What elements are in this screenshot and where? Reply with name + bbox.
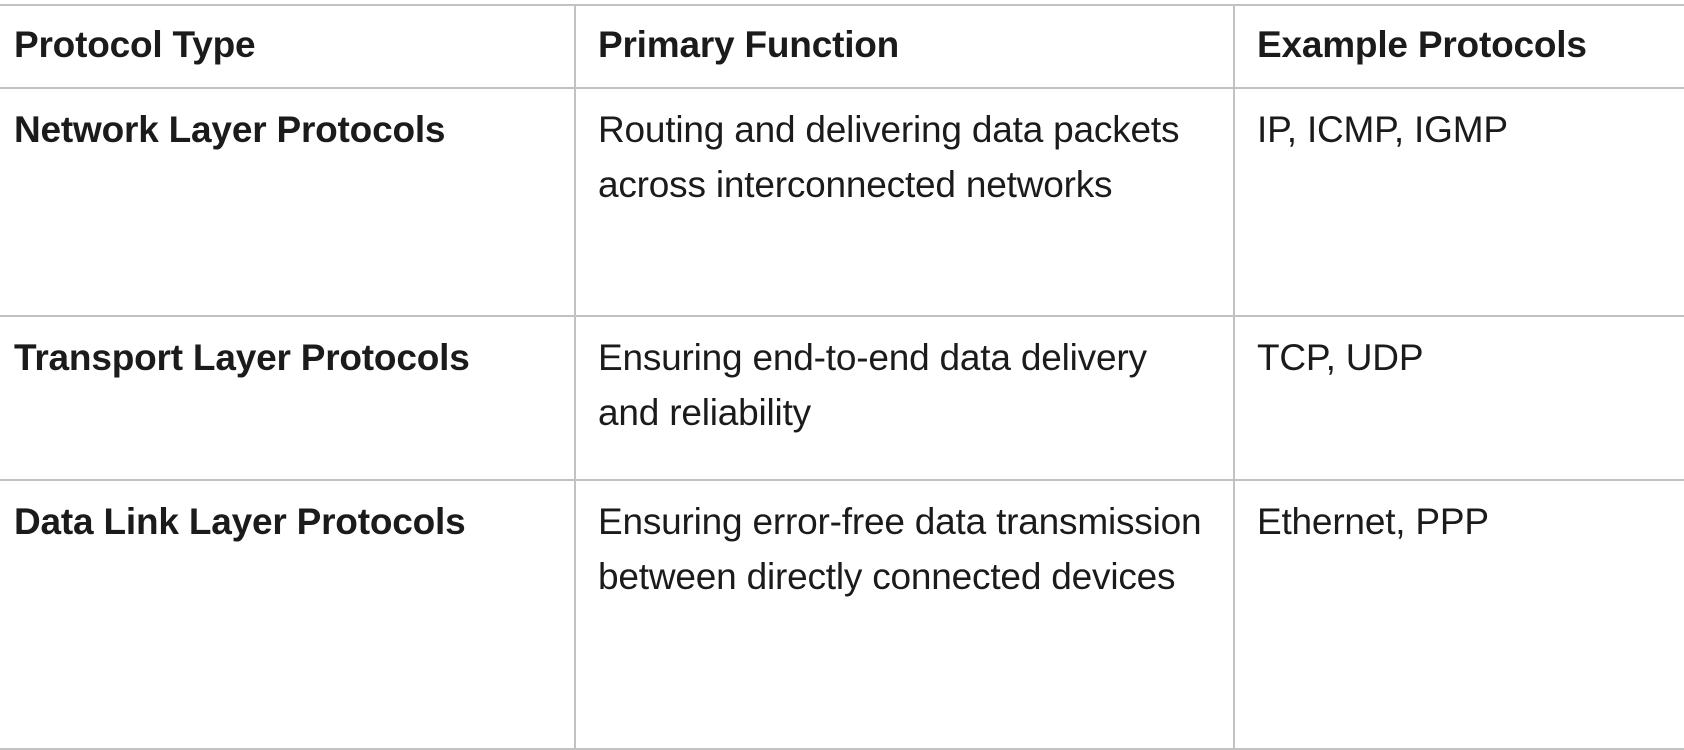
cell-primary-function: Ensuring error-free data transmission be… (574, 478, 1234, 749)
cell-example-protocols: IP, ICMP, IGMP (1233, 87, 1684, 316)
cell-protocol-type: Data Link Layer Protocols (0, 478, 575, 749)
table-body: Network Layer Protocols Routing and deli… (0, 87, 1684, 749)
cell-protocol-type: Network Layer Protocols (14, 108, 446, 150)
table-row: Transport Layer Protocols Ensuring end-t… (0, 314, 1684, 480)
column-header-primary-function: Primary Function (574, 5, 1234, 89)
cell-primary-function: Ensuring end-to-end data delivery and re… (574, 314, 1234, 480)
cell-example-protocols: Ethernet, PPP (1233, 478, 1684, 749)
column-header-protocol-type: Protocol Type (0, 5, 575, 89)
protocol-comparison-table: Protocol Type Primary Function Example P… (0, 4, 1684, 750)
table-header-row: Protocol Type Primary Function Example P… (0, 5, 1684, 89)
column-header-example-protocols: Example Protocols (1233, 5, 1684, 89)
table-header: Protocol Type Primary Function Example P… (0, 5, 1684, 89)
cell-primary-function: Routing and delivering data packets acro… (574, 87, 1234, 316)
table-row: Data Link Layer Protocols Ensuring error… (0, 478, 1684, 749)
cell-protocol-type: Transport Layer Protocols (0, 314, 575, 480)
protocol-table-container: Protocol Type Primary Function Example P… (0, 4, 1684, 750)
table-row: Network Layer Protocols Routing and deli… (0, 87, 1684, 316)
cell-example-protocols: TCP, UDP (1233, 314, 1684, 480)
